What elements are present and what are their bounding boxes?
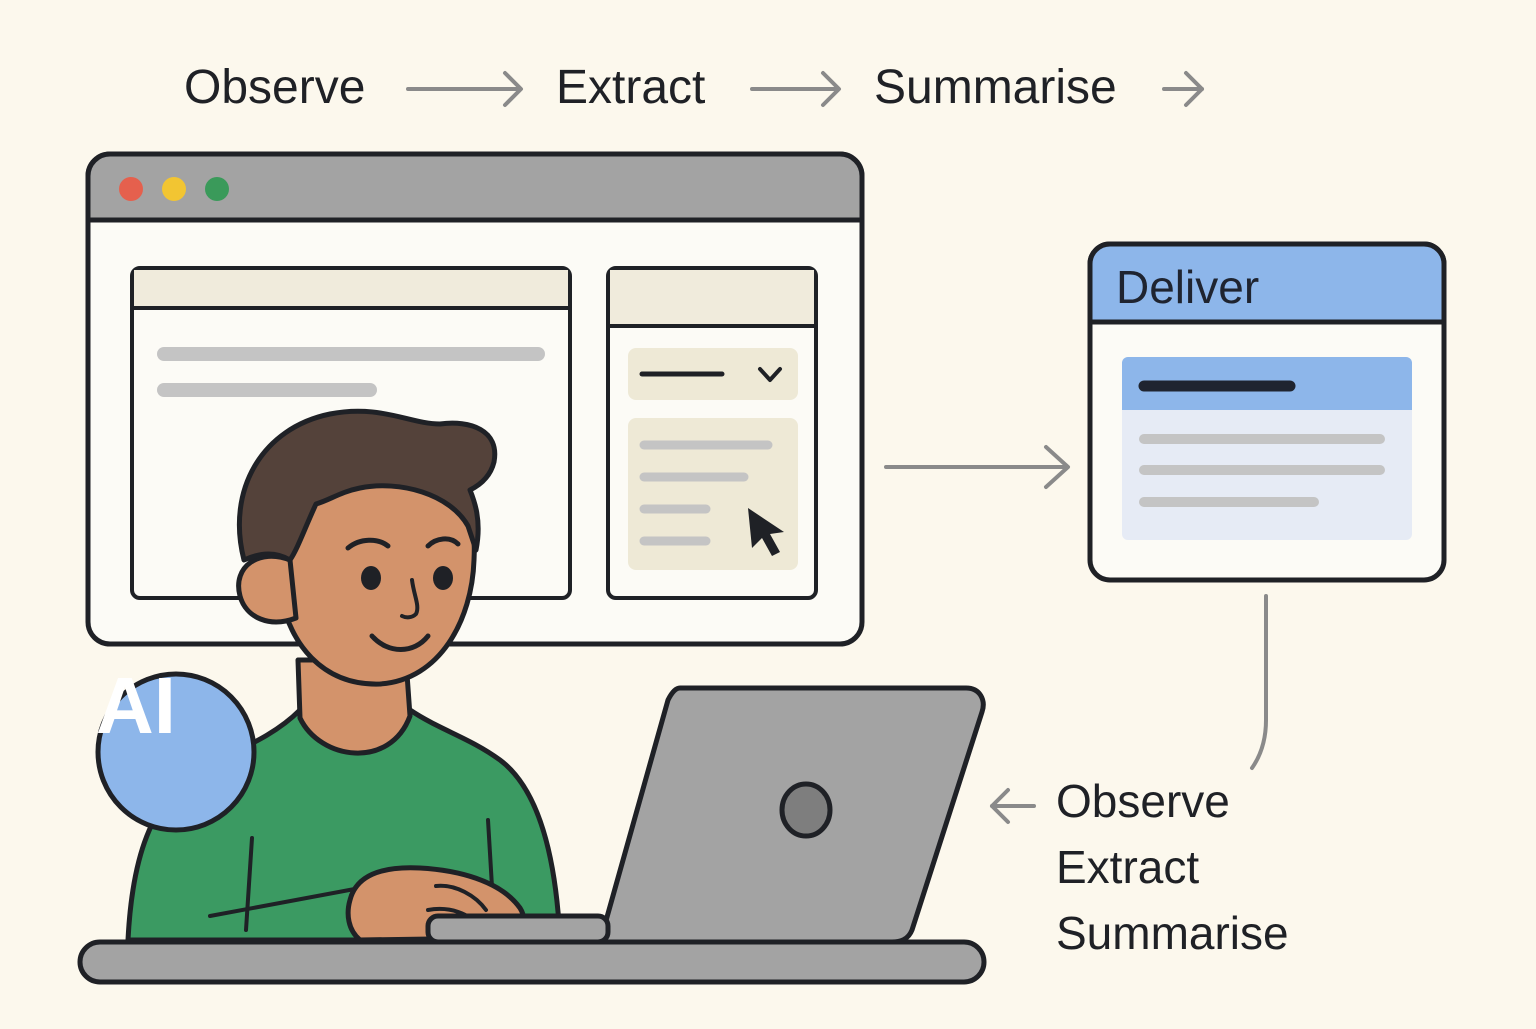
deliver-title: Deliver [1116,261,1260,313]
arrow-to-deliver [884,445,1070,489]
arrow-observe-to-extract [406,71,523,107]
laptop [425,685,986,945]
ai-badge-label: AI [96,661,176,750]
left-arrow-icon [990,788,1036,824]
step-summarise-label: Summarise [874,61,1117,114]
deliver-card [1087,241,1447,583]
desk [77,939,987,985]
chevron-down-icon [758,367,782,382]
loop-label-observe: Observe [1056,775,1230,827]
ai-badge [95,671,257,833]
window-dots-icon [119,177,229,201]
laptop-logo-icon [779,781,833,839]
arrow-summarise-out [1162,71,1204,107]
arrow-extract-to-summarise [750,71,841,107]
step-observe-label: Observe [184,61,366,114]
step-extract-label: Extract [556,61,706,114]
side-panel [606,266,818,600]
loop-label-extract: Extract [1056,841,1200,893]
mouse-cursor-icon [748,508,784,556]
loop-label-summarise: Summarise [1056,907,1289,959]
loop-connector [1250,594,1268,770]
